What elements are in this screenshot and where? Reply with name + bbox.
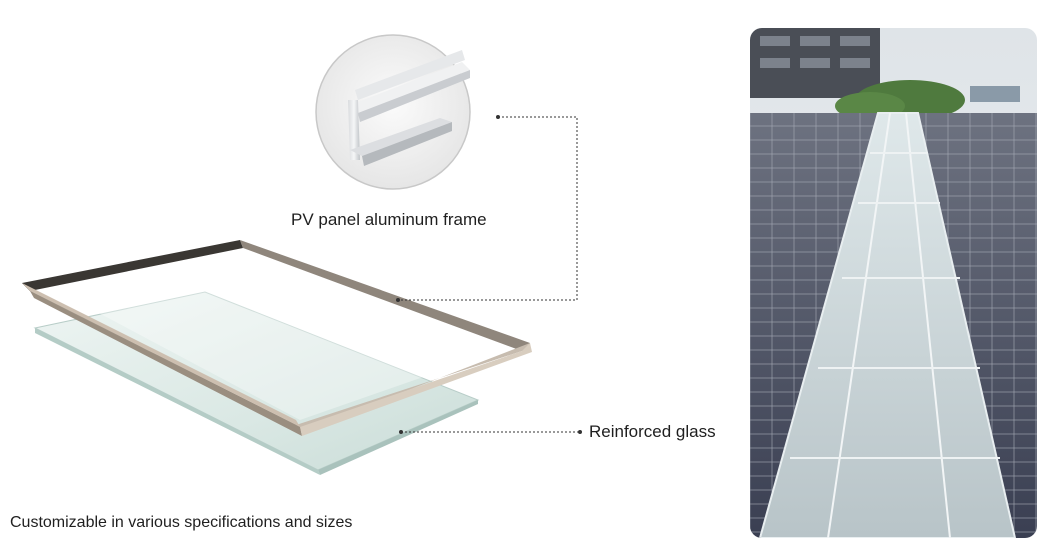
profile-magnifier <box>315 34 471 190</box>
bottom-caption: Customizable in various specifications a… <box>10 514 353 531</box>
glass-leader-line <box>399 430 582 434</box>
aluminum-profile-icon <box>348 50 470 166</box>
frame-leader-line <box>396 115 578 302</box>
exploded-panel-diagram <box>22 34 582 475</box>
glass-caption: Reinforced glass <box>589 422 716 441</box>
solar-roof-walkway-photo <box>750 28 1037 538</box>
frame-caption: PV panel aluminum frame <box>291 210 487 229</box>
aluminum-frame <box>22 240 532 436</box>
